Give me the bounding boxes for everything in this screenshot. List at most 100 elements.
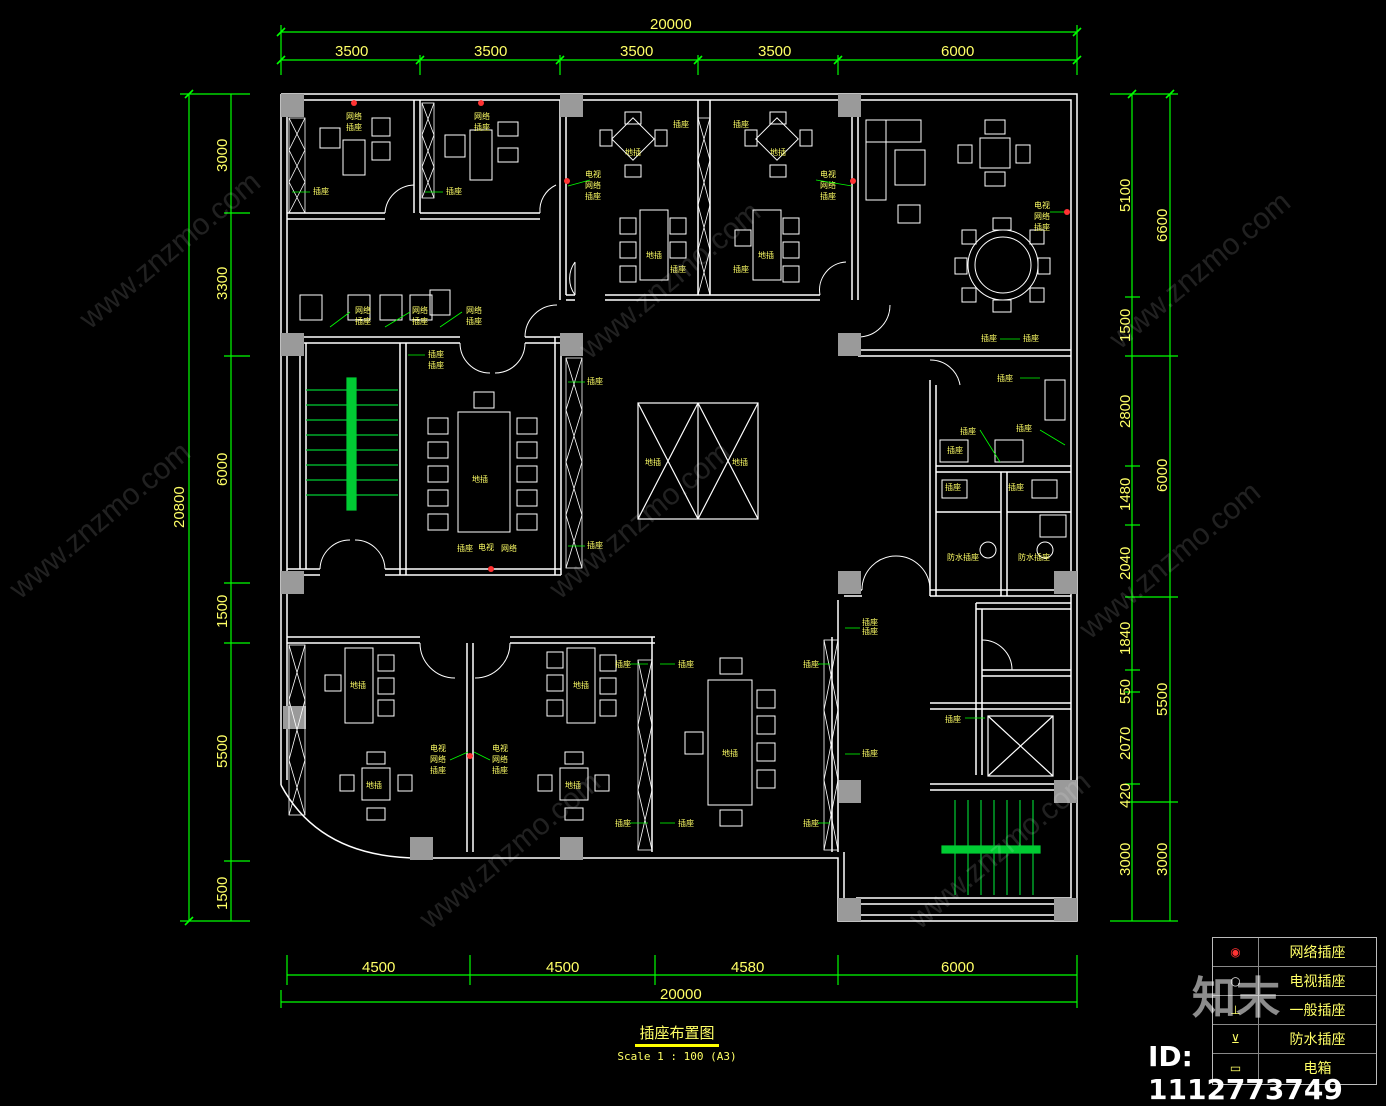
dim-top-1: 3500 <box>335 43 368 60</box>
image-id: ID: 1112773749 <box>1148 1040 1343 1106</box>
dimension-lines <box>180 25 1178 1008</box>
dim-top-3: 3500 <box>620 43 653 60</box>
label-network: 网络 <box>492 754 508 764</box>
dim-right-5: 2040 <box>1117 547 1134 580</box>
label-socket: 插座 <box>466 316 482 326</box>
drawing-caption: 插座布置图 Scale 1 : 100 (A3) <box>612 1022 742 1063</box>
legend-label: 网络插座 <box>1289 945 1346 961</box>
dim-left-total: 20800 <box>171 486 188 528</box>
dim-bottom-4: 6000 <box>941 959 974 976</box>
central-shaft <box>637 402 759 520</box>
label-socket: 插座 <box>862 626 878 636</box>
label-tv: 电视 <box>478 542 494 552</box>
label-socket: 插座 <box>820 191 836 201</box>
label-floor: 地插 <box>565 780 581 790</box>
label-socket: 插座 <box>945 482 961 492</box>
label-socket: 插座 <box>997 373 1013 383</box>
watermark-text: www.znzmo.com <box>73 165 267 336</box>
dim-left-3: 6000 <box>214 453 231 486</box>
label-waterproof: 防水插座 <box>947 552 979 562</box>
label-tv: 电视 <box>820 169 836 179</box>
label-socket: 插座 <box>862 617 878 627</box>
legend-table: ◉ 网络插座 ○ 电视插座 ⊥ 一般插座 ⊻ 防水插座 ▭ 电箱 <box>1212 937 1377 1085</box>
dim-left-5: 5500 <box>214 735 231 768</box>
label-socket: 插座 <box>678 659 694 669</box>
label-socket: 插座 <box>947 445 963 455</box>
label-socket: 插座 <box>355 316 371 326</box>
legend-label: 电箱 <box>1303 1061 1332 1077</box>
label-tv: 电视 <box>430 743 446 753</box>
label-floor: 地插 <box>758 250 774 260</box>
label-socket: 插座 <box>585 191 601 201</box>
label-socket: 插座 <box>428 349 444 359</box>
label-socket: 插座 <box>1023 333 1039 343</box>
label-socket: 插座 <box>430 765 446 775</box>
label-socket: 插座 <box>862 748 878 758</box>
stair-right <box>941 800 1041 895</box>
dim-bottom-2: 4500 <box>546 959 579 976</box>
label-socket: 插座 <box>474 122 490 132</box>
legend-label: 防水插座 <box>1289 1032 1346 1048</box>
label-network: 网络 <box>1034 211 1050 221</box>
watermark-text: www.znzmo.com <box>3 435 197 606</box>
dim-left-4: 1500 <box>214 595 231 628</box>
label-tv: 电视 <box>585 169 601 179</box>
label-tv: 电视 <box>492 743 508 753</box>
dim-right-9: 420 <box>1117 783 1134 808</box>
dim-right-outer-1: 6600 <box>1154 209 1171 242</box>
label-socket: 插座 <box>615 659 631 669</box>
label-socket: 插座 <box>587 376 603 386</box>
dim-top-total: 20000 <box>650 16 692 33</box>
label-waterproof: 防水插座 <box>1018 552 1050 562</box>
label-socket: 插座 <box>981 333 997 343</box>
dim-left-2: 3300 <box>214 267 231 300</box>
label-socket: 插座 <box>1034 222 1050 232</box>
dim-right-outer-2: 6000 <box>1154 459 1171 492</box>
label-socket: 插座 <box>733 264 749 274</box>
dim-right-7: 550 <box>1117 679 1134 704</box>
label-floor: 地插 <box>732 457 748 467</box>
label-socket: 插座 <box>428 360 444 370</box>
socket-labels: 插座 插座 网络 插座 网络 插座 插座 插座 电视 网络 插座 电视 网络 插… <box>313 111 1050 828</box>
network-socket-markers <box>351 100 1070 759</box>
dimension-ticks <box>184 27 1175 926</box>
label-floor: 地插 <box>350 680 366 690</box>
label-floor: 地插 <box>625 147 641 157</box>
general-socket-icon: ⊥ <box>1213 996 1259 1024</box>
label-socket: 插座 <box>412 316 428 326</box>
brand-watermark: 知末 <box>1192 973 1280 1024</box>
label-network: 网络 <box>820 180 836 190</box>
stair-left <box>306 377 398 511</box>
label-socket: 插座 <box>446 186 462 196</box>
dim-top-4: 3500 <box>758 43 791 60</box>
leader-lines <box>292 179 1066 824</box>
drawing-title: 插座布置图 <box>635 1022 719 1047</box>
label-floor: 地插 <box>722 748 738 758</box>
label-socket: 插座 <box>492 765 508 775</box>
label-socket: 插座 <box>1016 423 1032 433</box>
label-floor: 地插 <box>645 457 661 467</box>
dim-bottom-total: 20000 <box>660 986 702 1003</box>
label-socket: 插座 <box>313 186 329 196</box>
label-floor: 地插 <box>573 680 589 690</box>
furniture <box>299 111 1067 827</box>
glass-partitions <box>288 102 839 851</box>
dim-bottom-1: 4500 <box>362 959 395 976</box>
label-network: 网络 <box>355 305 371 315</box>
label-socket: 插座 <box>733 119 749 129</box>
dim-top-5: 6000 <box>941 43 974 60</box>
dim-right-4: 1480 <box>1117 478 1134 511</box>
dim-top-2: 3500 <box>474 43 507 60</box>
electric-box-icon: ▭ <box>1213 1054 1259 1082</box>
legend-label: 电视插座 <box>1289 974 1346 990</box>
dim-left-1: 3000 <box>214 139 231 172</box>
waterproof-socket-icon: ⊻ <box>1213 1025 1259 1053</box>
label-tv: 电视 <box>1034 200 1050 210</box>
label-socket: 插座 <box>587 540 603 550</box>
elevator <box>987 715 1054 777</box>
walls <box>280 93 1078 922</box>
dim-right-3: 2800 <box>1117 395 1134 428</box>
drawing-scale: Scale 1 : 100 (A3) <box>617 1050 737 1063</box>
dim-right-1: 5100 <box>1117 179 1134 212</box>
legend-row: ○ 电视插座 <box>1213 967 1376 996</box>
